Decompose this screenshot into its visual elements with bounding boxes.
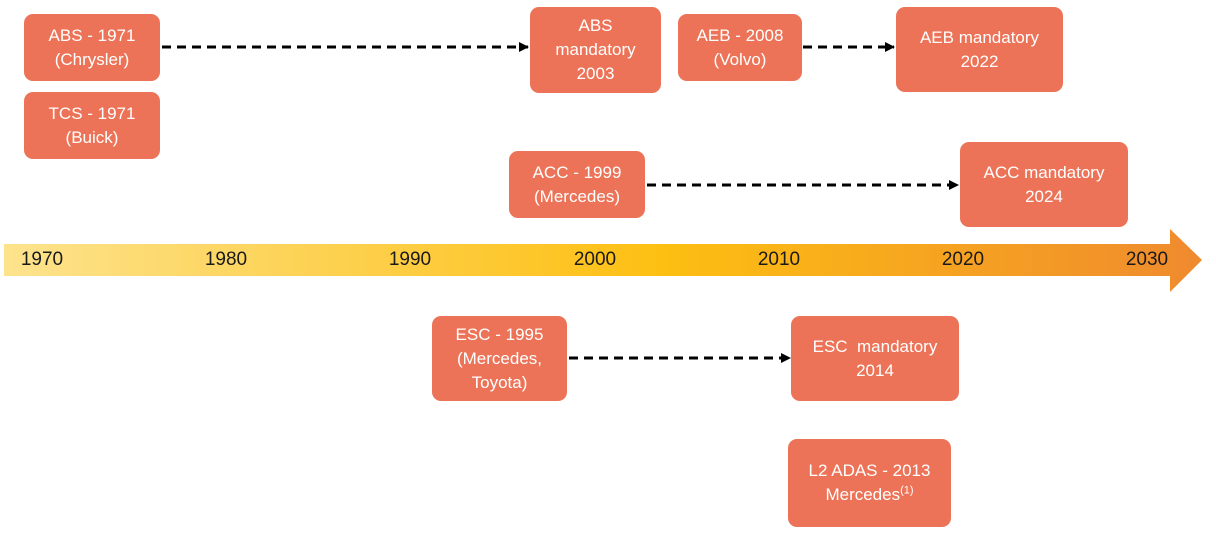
milestone-esc-mandatory: ESC mandatory 2014 (791, 316, 959, 401)
milestone-company: Mercedes (825, 485, 901, 504)
milestone-line: (Mercedes) (534, 186, 620, 206)
year-label-1990: 1990 (388, 249, 432, 270)
milestone-line: (Volvo) (713, 49, 767, 69)
timeline-arrow (4, 229, 1202, 292)
milestone-acc-1999: ACC - 1999 (Mercedes) (509, 151, 645, 218)
milestone-line: ACC - 1999 (532, 162, 622, 182)
milestone-line: ESC - 1995 (455, 324, 544, 344)
milestone-line: ACC mandatory (983, 162, 1105, 182)
year-label-2010: 2010 (757, 249, 801, 270)
milestone-acc-mandatory: ACC mandatory 2024 (960, 142, 1128, 227)
milestone-line: ABS - 1971 (48, 25, 136, 45)
milestone-l2-adas-2013: L2 ADAS - 2013 Mercedes(1) (788, 439, 951, 527)
year-label-1980: 1980 (204, 249, 248, 270)
milestone-line: (Buick) (65, 127, 119, 147)
year-label-2000: 2000 (573, 249, 617, 270)
milestone-line: (Chrysler) (54, 49, 130, 69)
milestone-line: 2003 (576, 64, 615, 83)
milestone-aeb-mandatory: AEB mandatory 2022 (896, 7, 1063, 92)
milestone-abs-1971: ABS - 1971 (Chrysler) (24, 14, 160, 81)
milestone-line: TCS - 1971 (48, 103, 136, 123)
milestone-line: 2024 (1025, 186, 1063, 206)
milestone-abs-mandatory: ABS mandatory 2003 (530, 7, 661, 93)
milestone-line: 2014 (856, 360, 894, 380)
milestone-line: 2022 (960, 51, 999, 71)
year-label-1970: 1970 (20, 249, 64, 270)
milestone-line: AEB mandatory (919, 27, 1040, 47)
year-label-2020: 2020 (941, 249, 985, 270)
year-label-2030: 2030 (1125, 249, 1169, 270)
milestone-esc-1995: ESC - 1995 (Mercedes, Toyota) (432, 316, 567, 401)
footnote-marker: (1) (900, 484, 914, 497)
milestone-line: ESC mandatory (812, 336, 938, 356)
milestone-line: ABS (578, 16, 613, 35)
milestone-aeb-2008: AEB - 2008 (Volvo) (678, 14, 802, 81)
milestone-tcs-1971: TCS - 1971 (Buick) (24, 92, 160, 159)
milestone-line: (Mercedes, (456, 348, 543, 368)
milestone-line: Toyota) (471, 372, 528, 392)
milestone-line: Mercedes(1) (825, 483, 913, 507)
milestone-line: L2 ADAS - 2013 (808, 461, 931, 480)
milestone-line: mandatory (555, 40, 636, 59)
milestone-line: AEB - 2008 (696, 25, 784, 45)
